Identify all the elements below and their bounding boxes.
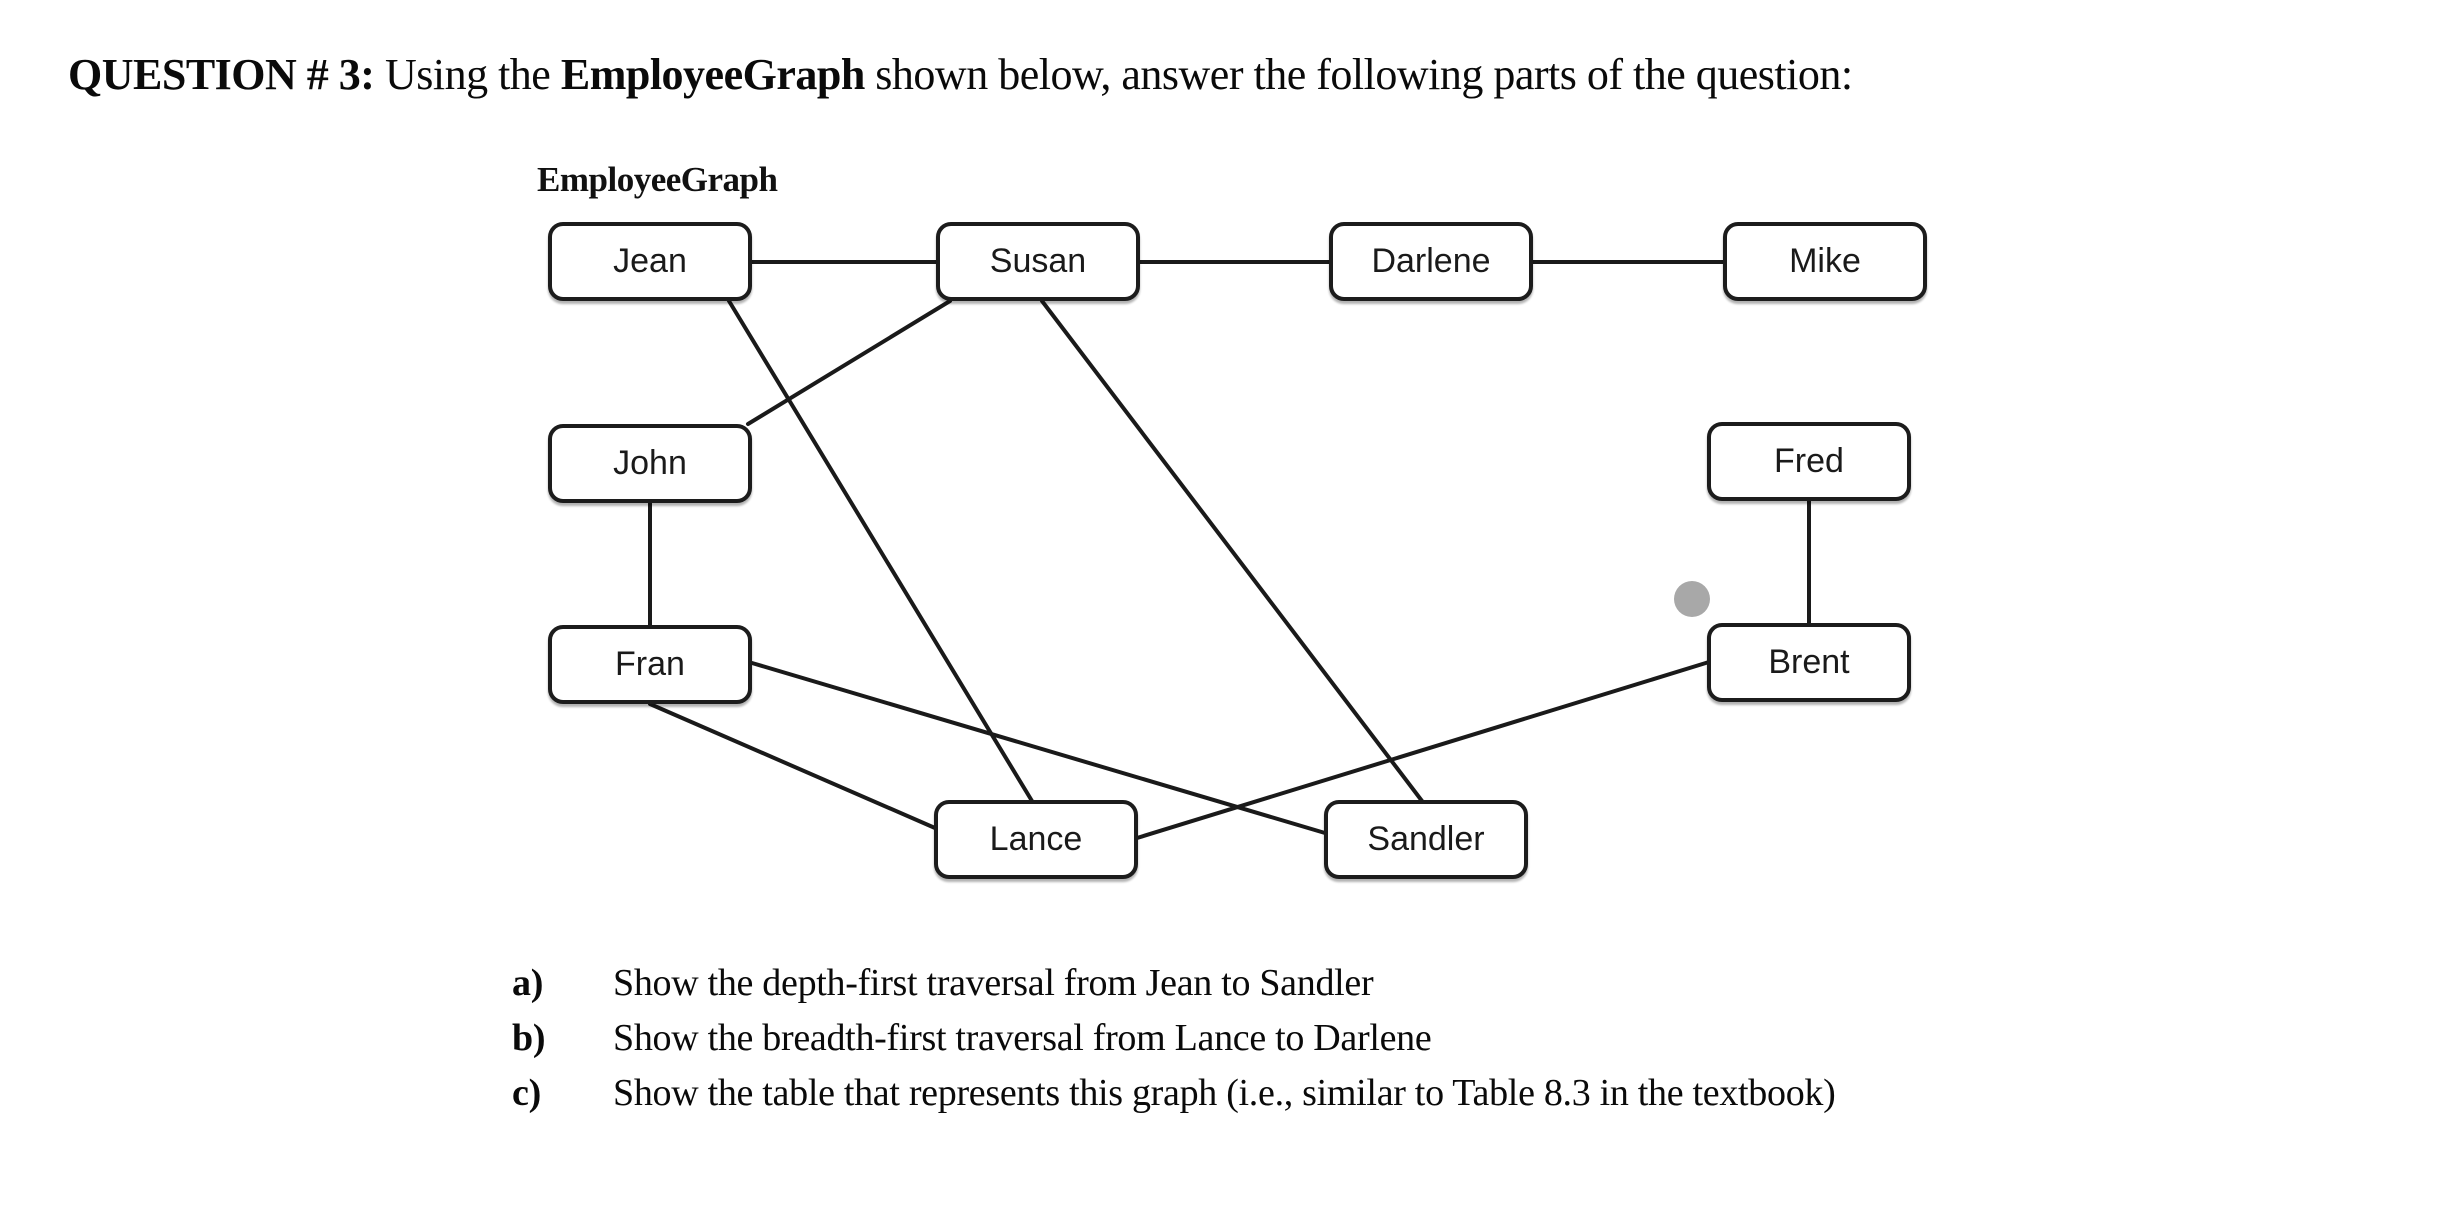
graph-node-brent: Brent [1707,623,1911,702]
question-text: Show the breadth-first traversal from La… [613,1017,1432,1059]
question-number-label: QUESTION # 3: [68,50,375,99]
question-item-b: b) Show the breadth-first traversal from … [512,1011,1835,1066]
question-item-a: a) Show the depth-first traversal from Je… [512,956,1835,1011]
graph-node-john: John [548,424,752,503]
graph-node-label: Brent [1768,643,1850,681]
graph-node-sandler: Sandler [1324,800,1528,879]
question-letter: b) [512,1017,546,1059]
edge-brent-lance [1135,660,1711,840]
question-text: Show the depth-first traversal from Jean… [613,962,1374,1004]
graph-node-fran: Fran [548,625,752,704]
graph-node-label: Mike [1789,242,1861,280]
title-text-post: shown below, answer the following parts … [864,50,1853,99]
graph-node-lance: Lance [934,800,1138,879]
graph-node-jean: Jean [548,222,752,301]
edge-fran-lance [648,702,937,830]
edge-susan-sandler [1040,299,1424,803]
edge-susan-john [746,299,952,426]
graph-node-label: John [613,444,687,482]
question-item-c: c) Show the table that represents this gr… [512,1066,1836,1121]
graph-node-fred: Fred [1707,422,1911,501]
question-letter: a) [512,962,544,1004]
title-graph-name: EmployeeGraph [560,50,865,99]
question-text: Show the table that represents this grap… [613,1072,1836,1114]
edge-fran-sandler [750,661,1327,835]
question-letter: c) [512,1072,541,1114]
graph-node-darlene: Darlene [1329,222,1533,301]
graph-node-label: Fran [615,645,685,683]
page-title: QUESTION # 3: Using the EmployeeGraph sh… [68,50,1853,101]
graph-node-label: Sandler [1367,820,1485,858]
edge-jean-lance [727,299,1034,803]
graph-node-label: Fred [1774,442,1844,480]
graph-node-label: Darlene [1371,242,1491,280]
graph-node-susan: Susan [936,222,1140,301]
graph-node-mike: Mike [1723,222,1927,301]
question-list: a) Show the depth-first traversal from Je… [512,956,1836,1121]
graph-node-label: Lance [989,820,1083,858]
title-text-pre: Using the [374,50,561,99]
graph-node-label: Jean [613,242,687,280]
graph-title: EmployeeGraph [537,160,778,199]
gray-dot-marker [1674,581,1710,617]
graph-node-label: Susan [989,242,1087,280]
